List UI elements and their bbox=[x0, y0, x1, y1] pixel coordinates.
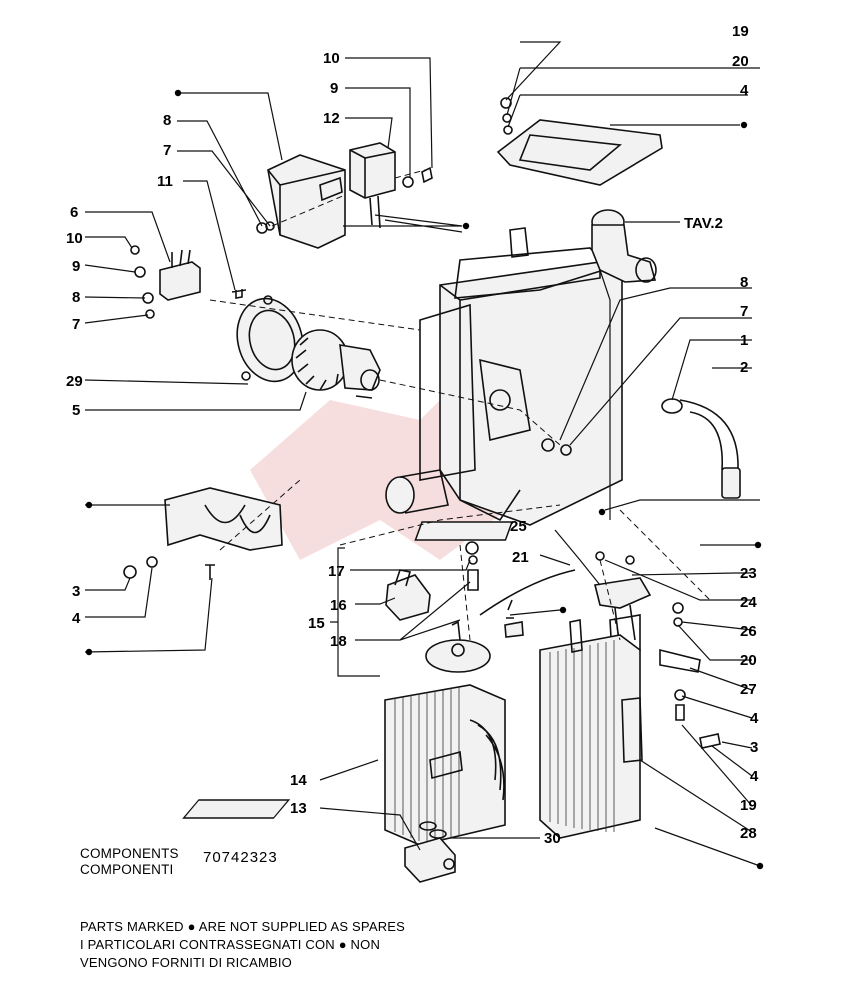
callout-26: 26 bbox=[740, 623, 757, 640]
callout-7-top: 7 bbox=[163, 142, 171, 159]
callout-28: 28 bbox=[740, 825, 757, 842]
evaporator-14 bbox=[384, 684, 506, 846]
callout-5-left: 5 bbox=[72, 402, 80, 419]
callout-10-left: 10 bbox=[66, 230, 83, 247]
o-rings-30 bbox=[419, 821, 447, 839]
dot-marker bbox=[174, 89, 182, 97]
cover-plate bbox=[496, 97, 663, 186]
callout-7-left: 7 bbox=[72, 316, 80, 333]
callout-7-right: 7 bbox=[740, 303, 748, 320]
gasket-bottom bbox=[182, 799, 291, 819]
callout-4-low: 4 bbox=[750, 768, 759, 785]
heater-core-28 bbox=[539, 619, 643, 839]
callout-21: 21 bbox=[512, 549, 529, 566]
gasket-23 bbox=[414, 521, 514, 541]
spares-footnote: PARTS MARKED ● ARE NOT SUPPLIED AS SPARE… bbox=[80, 918, 405, 972]
callout-27: 27 bbox=[740, 681, 757, 698]
callout-4-top: 4 bbox=[740, 82, 749, 99]
components-label: COMPONENTS COMPONENTI bbox=[80, 846, 179, 878]
callout-23: 23 bbox=[740, 565, 757, 582]
dot-marker bbox=[85, 501, 93, 509]
screws-right bbox=[541, 438, 572, 456]
outlet-duct bbox=[385, 469, 449, 514]
blower-motor-5 bbox=[291, 329, 381, 399]
callout-11-top: 11 bbox=[157, 173, 173, 190]
expansion-valve-13 bbox=[404, 837, 456, 883]
component-code: 70742323 bbox=[203, 849, 278, 866]
screws-heater-core bbox=[674, 689, 721, 749]
callout-2-right: 2 bbox=[740, 359, 748, 376]
leader-lines bbox=[84, 41, 761, 867]
dot-marker bbox=[559, 606, 567, 614]
callout-16: 16 bbox=[330, 597, 347, 614]
callout-19-low: 19 bbox=[740, 797, 757, 814]
dot-marker bbox=[756, 862, 764, 870]
screws-top bbox=[256, 166, 433, 234]
not-supplied-dots bbox=[85, 89, 764, 870]
callout-labels: 19 20 4 TAV.2 8 7 1 2 23 24 26 20 27 4 3… bbox=[66, 23, 759, 847]
resistor-6 bbox=[130, 245, 201, 319]
fan-ring-29 bbox=[236, 295, 304, 383]
dot-marker bbox=[740, 121, 748, 129]
callout-3-right: 3 bbox=[750, 739, 758, 756]
assembly-dashed-lines bbox=[209, 299, 711, 641]
dot-marker bbox=[85, 648, 93, 656]
callout-6-left: 6 bbox=[70, 204, 78, 221]
screw-11 bbox=[231, 289, 247, 299]
callout-4-mid: 4 bbox=[750, 710, 759, 727]
resistor-unit bbox=[267, 154, 346, 249]
callout-17: 17 bbox=[328, 563, 345, 580]
callout-8-top: 8 bbox=[163, 112, 171, 129]
callout-15: 15 bbox=[308, 615, 325, 632]
heater-valve bbox=[591, 209, 657, 283]
dot-marker bbox=[754, 541, 762, 549]
dot-marker bbox=[462, 222, 470, 230]
callout-8-left: 8 bbox=[72, 289, 80, 306]
bracket-left bbox=[123, 487, 283, 580]
callout-9-left: 9 bbox=[72, 258, 80, 275]
footnote-line-1: PARTS MARKED ● ARE NOT SUPPLIED AS SPARE… bbox=[80, 919, 406, 934]
footnote-line-2: I PARTICOLARI CONTRASSEGNATI CON ● NON bbox=[80, 937, 381, 952]
callout-12-top: 12 bbox=[323, 110, 340, 127]
callout-20-mid: 20 bbox=[740, 652, 757, 669]
callout-tav2: TAV.2 bbox=[684, 215, 723, 232]
dot-marker bbox=[598, 508, 606, 516]
callout-3-left: 3 bbox=[72, 583, 80, 600]
callout-25: 25 bbox=[510, 518, 527, 535]
heater-housing bbox=[419, 227, 623, 526]
components-label-en: COMPONENTS bbox=[80, 846, 179, 861]
callout-9-top: 9 bbox=[330, 80, 338, 97]
callout-8-right: 8 bbox=[740, 274, 748, 291]
callout-14: 14 bbox=[290, 772, 307, 789]
hose-2 bbox=[661, 398, 741, 499]
callout-18: 18 bbox=[330, 633, 347, 650]
callout-4-left: 4 bbox=[72, 610, 81, 627]
callout-10-top: 10 bbox=[323, 50, 340, 67]
capillary-tube-21 bbox=[479, 569, 576, 616]
callout-20-top: 20 bbox=[732, 53, 749, 70]
relay-12 bbox=[349, 142, 396, 229]
components-label-it: COMPONENTI bbox=[80, 862, 174, 877]
callout-19-top: 19 bbox=[732, 23, 749, 40]
callout-1-right: 1 bbox=[740, 332, 748, 349]
callout-13: 13 bbox=[290, 800, 307, 817]
callout-29-left: 29 bbox=[66, 373, 83, 390]
thermostat-assembly bbox=[385, 541, 491, 673]
footnote-line-3: VENGONO FORNITI DI RICAMBIO bbox=[80, 955, 292, 970]
callout-24: 24 bbox=[740, 594, 757, 611]
clips bbox=[504, 599, 524, 638]
callout-30: 30 bbox=[544, 830, 561, 847]
